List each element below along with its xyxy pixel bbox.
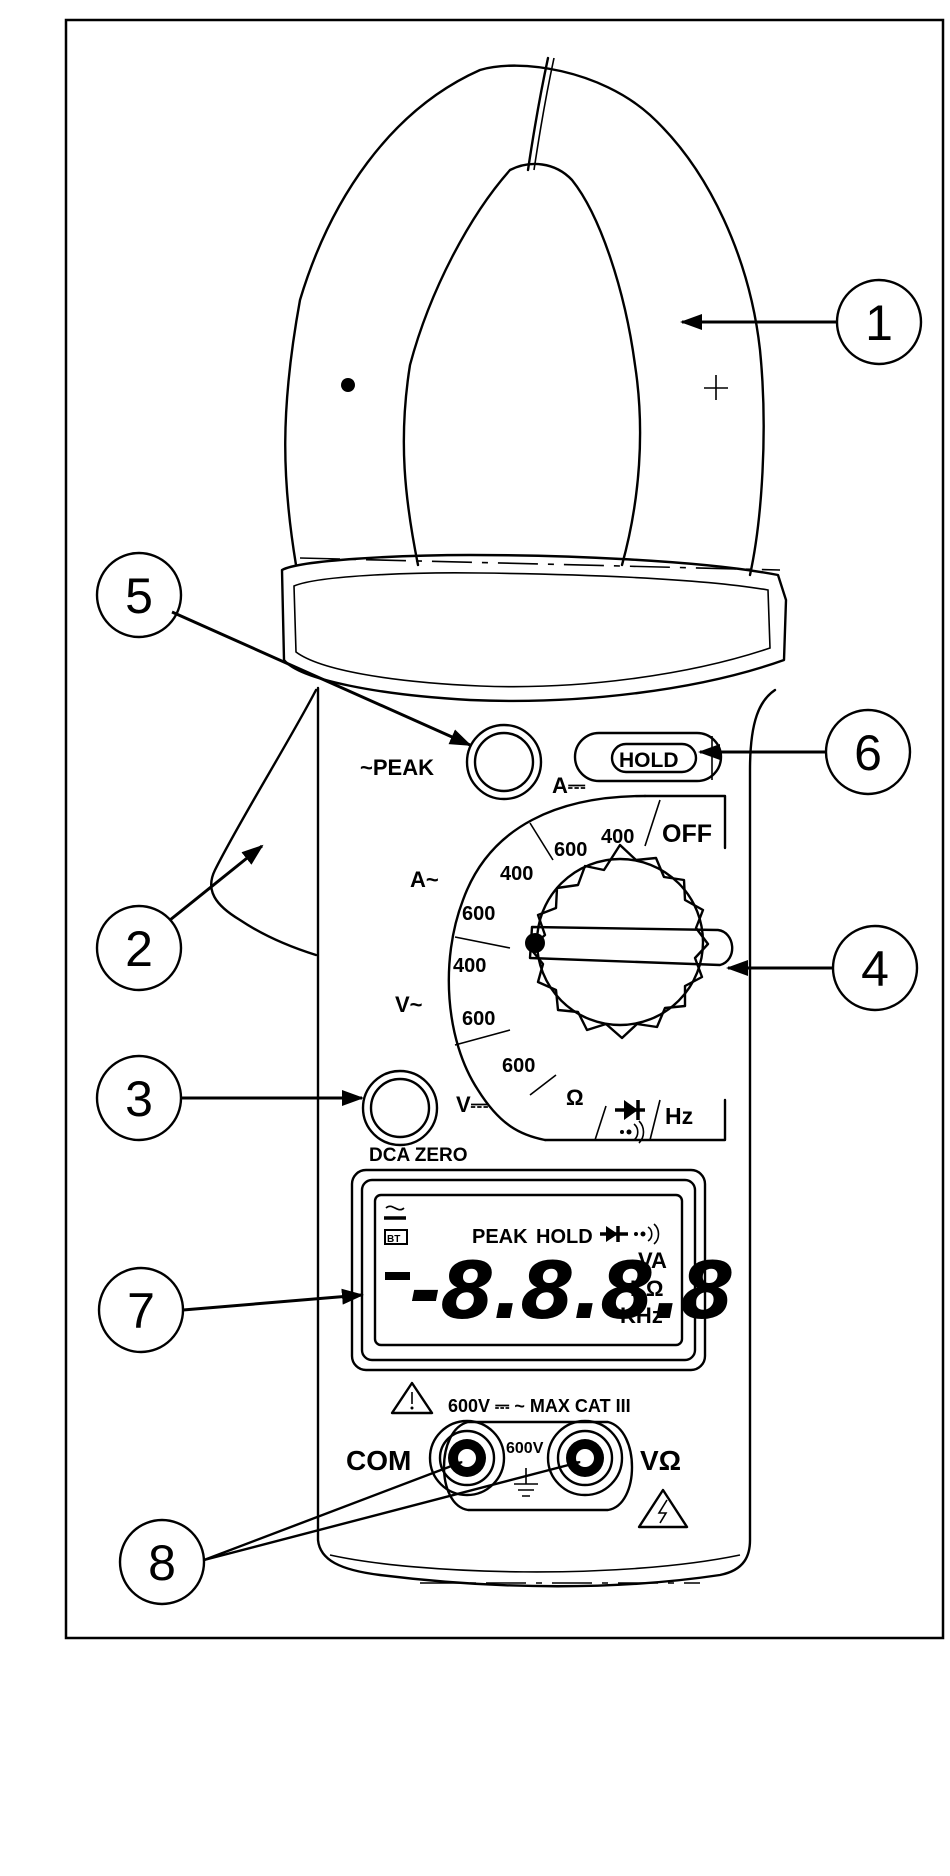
svg-text:1: 1 [865, 295, 893, 351]
warning-triangle-icon [392, 1383, 432, 1413]
callout-8: 8 [120, 1520, 204, 1604]
dial-v-ac-400: 400 [453, 955, 486, 977]
dial-v-ac-600: 600 [462, 1008, 495, 1030]
leader-8a [204, 1462, 462, 1560]
lcd-hold: HOLD [536, 1226, 593, 1248]
lcd-minus-segment [385, 1272, 410, 1280]
lcd-digits: -8.8.8.8 [410, 1247, 732, 1337]
v-ohm-label: VΩ [640, 1445, 681, 1476]
rating-label: 600V ⎓ ~ MAX CAT III [448, 1396, 631, 1416]
lcd-unit-khz: KHz [620, 1303, 663, 1328]
dial-off: OFF [662, 820, 712, 848]
jaw-polarity-plus [704, 375, 728, 400]
svg-text:2: 2 [125, 921, 153, 977]
lcd-unit-va: VA [638, 1248, 667, 1273]
leader-5 [172, 612, 470, 745]
svg-text:3: 3 [125, 1071, 153, 1127]
leader-2 [170, 846, 262, 920]
dial-v-dc-600: 600 [502, 1055, 535, 1077]
lcd-display: BT PEAK HOLD -8.8.8.8 VA KΩ KHz [352, 1170, 732, 1370]
callout-5: 5 [97, 553, 181, 637]
terminal-voltage: 600V [506, 1440, 544, 1457]
diode-continuity-icon [615, 1100, 645, 1143]
svg-text:7: 7 [127, 1283, 155, 1339]
dca-zero-label: DCA ZERO [369, 1145, 468, 1166]
dial-v-ac: V~ [395, 992, 423, 1017]
svg-text:4: 4 [861, 941, 889, 997]
lcd-bt: BT [387, 1234, 400, 1245]
svg-text:6: 6 [854, 725, 882, 781]
high-voltage-icon [639, 1490, 687, 1527]
dial-a-ac-400: 400 [500, 863, 533, 885]
dial-ohm: Ω [566, 1085, 584, 1110]
dial-a-dc-400: 400 [601, 826, 634, 848]
clamp-jaw [285, 58, 763, 575]
svg-text:8: 8 [148, 1535, 176, 1591]
dial-a-dc-600: 600 [554, 839, 587, 861]
svg-text:5: 5 [125, 568, 153, 624]
peak-label: ~PEAK [360, 755, 434, 780]
lcd-peak: PEAK [472, 1226, 528, 1248]
dial-a-ac-600: 600 [462, 903, 495, 925]
hold-label: HOLD [619, 749, 679, 772]
peak-button[interactable] [467, 725, 541, 799]
callout-2: 2 [97, 906, 181, 990]
leader-7 [183, 1295, 362, 1310]
jaw-polarity-dot [341, 378, 355, 392]
jaw-collar [282, 555, 786, 701]
v-ohm-terminal-jack[interactable] [548, 1421, 622, 1495]
callout-6: 6 [826, 710, 910, 794]
callout-4: 4 [833, 926, 917, 1010]
callout-3: 3 [97, 1056, 181, 1140]
dial-a-dc: A⎓ [552, 773, 586, 798]
dial-v-dc: V⎓ [456, 1092, 489, 1117]
lcd-unit-kohm: KΩ [630, 1276, 664, 1301]
dial-hz: Hz [665, 1103, 693, 1129]
ground-icon [514, 1468, 538, 1496]
callout-1: 1 [837, 280, 921, 364]
selector-knob-edge [530, 845, 708, 1038]
dial-a-ac: A~ [410, 867, 439, 892]
trigger-lever [211, 690, 316, 955]
dca-zero-button[interactable] [363, 1071, 437, 1145]
callout-7: 7 [99, 1268, 183, 1352]
pointer-dot [525, 933, 545, 953]
com-label: COM [346, 1445, 411, 1476]
function-selector: OFF 400 600 400 600 400 600 600 Ω Hz A⎓ … [395, 773, 732, 1143]
